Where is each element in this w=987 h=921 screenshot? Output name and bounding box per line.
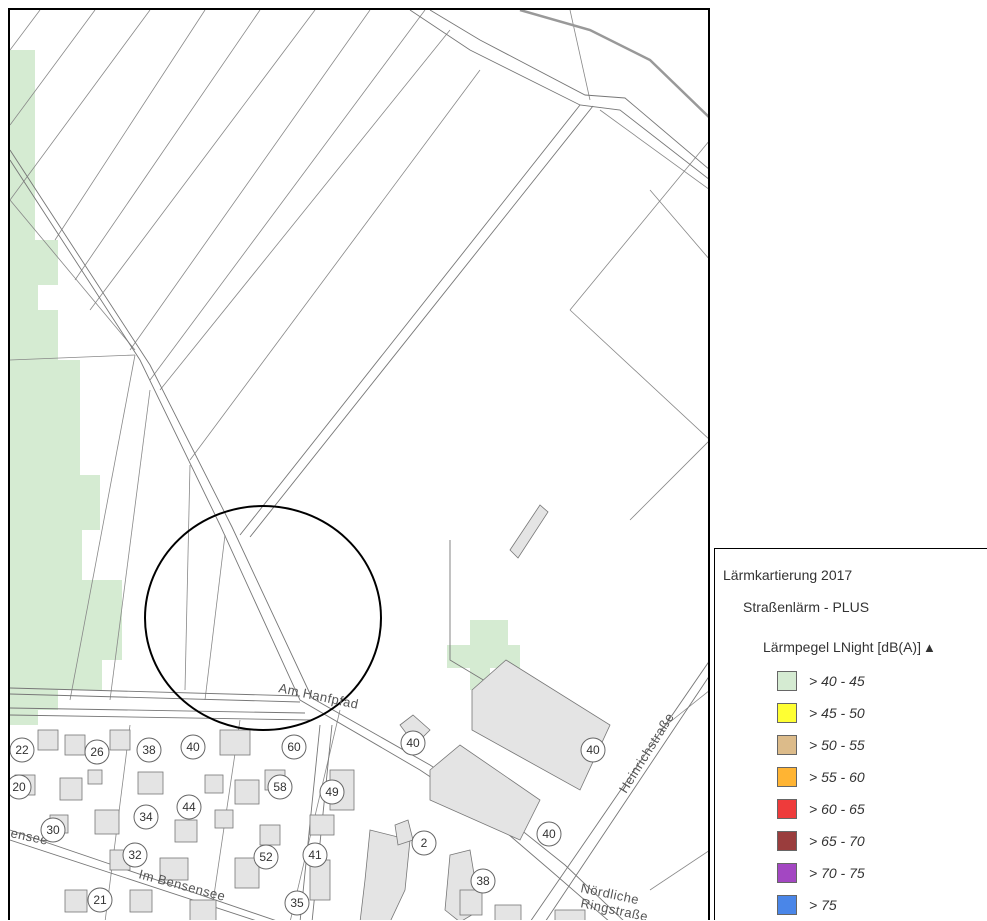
house-number: 58 <box>267 774 293 800</box>
boundary-road <box>519 10 708 118</box>
house-number: 26 <box>84 739 110 765</box>
svg-text:2: 2 <box>421 836 428 850</box>
buildings <box>14 504 611 920</box>
svg-text:26: 26 <box>90 745 104 759</box>
svg-text:40: 40 <box>406 736 420 750</box>
street-label-heinrichstrasse: Heinrichstraße <box>616 710 677 796</box>
house-number: 34 <box>133 804 159 830</box>
legend-item: > 70 - 75 <box>777 857 865 889</box>
legend-range-label: > 50 - 55 <box>809 737 865 753</box>
svg-text:34: 34 <box>139 810 153 824</box>
legend-swatch <box>777 863 797 883</box>
house-number: 38 <box>136 737 162 763</box>
legend-item: > 45 - 50 <box>777 697 865 729</box>
svg-text:21: 21 <box>93 893 107 907</box>
legend-item: > 40 - 45 <box>777 665 865 697</box>
house-number: 21 <box>87 887 113 913</box>
legend-subtitle: Straßenlärm - PLUS <box>743 599 870 615</box>
legend-swatch <box>777 799 797 819</box>
legend-swatch <box>777 703 797 723</box>
svg-text:52: 52 <box>259 850 273 864</box>
house-number: 20 <box>10 774 32 800</box>
legend-range-label: > 45 - 50 <box>809 705 865 721</box>
house-number: 40 <box>180 734 206 760</box>
house-number: 49 <box>319 779 345 805</box>
legend-layer-row: Lärmpegel LNight [dB(A)] ▲ <box>763 639 936 655</box>
legend-item: > 55 - 60 <box>777 761 865 793</box>
svg-text:40: 40 <box>186 740 200 754</box>
svg-text:38: 38 <box>476 874 490 888</box>
legend-panel: Lärmkartierung 2017 Straßenlärm - PLUS L… <box>714 548 987 920</box>
svg-text:20: 20 <box>12 780 26 794</box>
legend-swatch <box>777 767 797 787</box>
svg-text:32: 32 <box>128 848 142 862</box>
house-number: 40 <box>536 821 562 847</box>
legend-title: Lärmkartierung 2017 <box>723 567 853 583</box>
legend-swatch <box>777 735 797 755</box>
legend-range-label: > 40 - 45 <box>809 673 865 689</box>
house-number: 2 <box>411 830 437 856</box>
house-number: 52 <box>253 844 279 870</box>
legend-item: > 75 <box>777 889 865 921</box>
map-canvas: Am Hanfpfad Heinrichstraße Im Bensensee … <box>10 10 708 920</box>
legend-item: > 60 - 65 <box>777 793 865 825</box>
parcel-lines <box>10 10 708 920</box>
roads <box>10 10 708 920</box>
house-number: 38 <box>470 868 496 894</box>
svg-text:22: 22 <box>15 743 29 757</box>
house-number: 60 <box>281 734 307 760</box>
legend-range-label: > 65 - 70 <box>809 833 865 849</box>
noise-area-40-45 <box>10 50 520 725</box>
house-number: 30 <box>40 817 66 843</box>
legend-range-label: > 55 - 60 <box>809 769 865 785</box>
svg-text:60: 60 <box>287 740 301 754</box>
legend-swatch <box>777 671 797 691</box>
svg-text:35: 35 <box>290 896 304 910</box>
house-number: 35 <box>284 890 310 916</box>
highlight-circle <box>144 505 382 731</box>
legend-layer-name: Lärmpegel LNight [dB(A)] <box>763 639 921 655</box>
legend-range-label: > 75 <box>809 897 837 913</box>
svg-text:30: 30 <box>46 823 60 837</box>
house-number-labels: 22 26 38 40 60 40 40 20 58 49 34 44 30 2… <box>10 730 606 916</box>
legend-swatch <box>777 831 797 851</box>
svg-text:44: 44 <box>182 800 196 814</box>
svg-text:38: 38 <box>142 743 156 757</box>
house-number: 44 <box>176 794 202 820</box>
svg-text:58: 58 <box>273 780 287 794</box>
house-number: 40 <box>580 737 606 763</box>
legend-range-label: > 70 - 75 <box>809 865 865 881</box>
legend-item: > 50 - 55 <box>777 729 865 761</box>
svg-text:49: 49 <box>325 785 339 799</box>
legend-range-label: > 60 - 65 <box>809 801 865 817</box>
house-number: 22 <box>10 737 35 763</box>
legend-swatch <box>777 895 797 915</box>
house-number: 40 <box>400 730 426 756</box>
map-view[interactable]: Am Hanfpfad Heinrichstraße Im Bensensee … <box>8 8 710 920</box>
house-number: 41 <box>302 842 328 868</box>
street-label-am-hanfpfad: Am Hanfpfad <box>277 680 360 712</box>
legend-item: > 65 - 70 <box>777 825 865 857</box>
svg-text:40: 40 <box>542 827 556 841</box>
warning-triangle-icon[interactable]: ▲ <box>922 639 936 655</box>
house-number: 32 <box>122 842 148 868</box>
svg-text:41: 41 <box>308 848 322 862</box>
legend-items: > 40 - 45 > 45 - 50 > 50 - 55 > 55 - 60 > 60… <box>777 665 865 921</box>
svg-text:40: 40 <box>586 743 600 757</box>
